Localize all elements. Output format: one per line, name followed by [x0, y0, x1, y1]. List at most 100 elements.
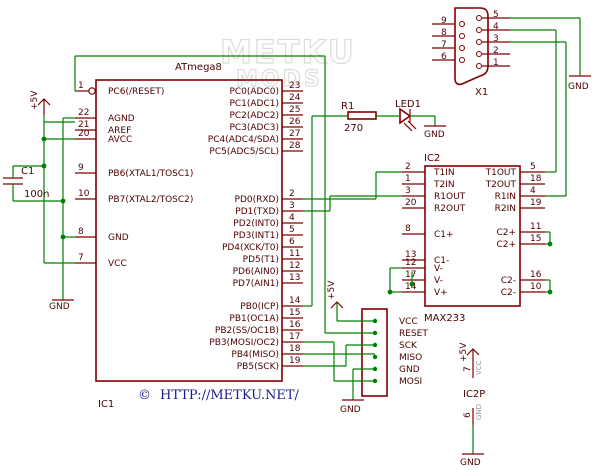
- ic1-pin-number: 27: [289, 129, 300, 139]
- ic2-pin-label: R2OUT: [434, 204, 466, 214]
- ic1-pin-number: 23: [289, 81, 300, 91]
- vcc-isp-arrow: [330, 301, 344, 309]
- ic1-pin-number: 12: [289, 261, 300, 271]
- ic1-pin-label: PB3(MOSI/OC2): [209, 338, 279, 348]
- isp-pin-label: MISO: [399, 353, 422, 363]
- ic2-pin-number: 12: [405, 258, 416, 268]
- ic2-pin-number: 5: [530, 162, 536, 172]
- ic1-pin-label: PD2(INT0): [233, 219, 279, 229]
- ic1-pin-label: PB0(ICP): [240, 302, 279, 312]
- ic1-pin-number: 5: [289, 225, 295, 235]
- x1-pin-socket: [459, 57, 465, 63]
- x1-pin-socket: [459, 21, 465, 27]
- ic2-pin-number: 16: [530, 270, 542, 280]
- junctions: [41, 136, 553, 295]
- copyright-link[interactable]: HTTP://METKU.NET/: [160, 388, 299, 403]
- vcc-left-label: +5V: [30, 90, 40, 110]
- isp-pin: [372, 354, 378, 360]
- ic1-pin-label: AVCC: [108, 135, 132, 145]
- x1-pin-number: 1: [493, 58, 499, 68]
- ic2-name: MAX233: [424, 313, 465, 324]
- led-led1: LED1: [395, 99, 421, 132]
- ic2-pin-label: C2+: [496, 228, 516, 238]
- ic1-pin-number: 25: [289, 105, 300, 115]
- ic1-pin-number: 15: [289, 308, 300, 318]
- ic2-pin-label: C1+: [434, 230, 454, 240]
- vcc-left-arrow: [37, 98, 51, 106]
- ic2-pin-number: 14: [405, 282, 417, 292]
- ic2-pin-label: R1IN: [495, 192, 516, 202]
- ic2-pin-label: T2IN: [433, 180, 455, 190]
- ic1-ref: IC1: [98, 399, 114, 410]
- ic1-pin-label: PD4(XCK/T0): [222, 243, 279, 253]
- r1-value: 270: [344, 123, 363, 134]
- x1-ref: X1: [475, 87, 488, 98]
- ic1-pin-number: 13: [289, 273, 300, 283]
- ic1-pin-number: 1: [78, 81, 84, 91]
- ic1-pin-number: 9: [78, 163, 84, 173]
- ic2-pin-number: 10: [530, 282, 542, 292]
- vcc-isp-label: +5V: [327, 280, 337, 300]
- ic1-pin-label: PB5(SCK): [237, 362, 279, 372]
- ic2-pin-number: 15: [530, 234, 541, 244]
- ic2-body: [424, 165, 521, 307]
- resistor-r1: R1 270: [341, 101, 377, 134]
- ic1-pin-label: PD1(TXD): [235, 207, 279, 217]
- ic2-pin-label: R1OUT: [434, 192, 466, 202]
- ic2p-ref: IC2P: [463, 389, 485, 400]
- ic2p-power: 7 6 VCC GND IC2P: [463, 360, 485, 425]
- ic1-pin-number: 17: [289, 332, 300, 342]
- r1-ref: R1: [341, 101, 354, 112]
- ic1-pin-label: AREF: [108, 126, 131, 136]
- wires: [12, 17, 581, 400]
- x1-pin-number: 8: [441, 28, 447, 38]
- ic1-pin-number: 3: [289, 201, 295, 211]
- junction: [41, 163, 47, 169]
- ic2-pin-label: V-: [434, 264, 443, 274]
- ic2-ref: IC2: [424, 153, 440, 164]
- ic1-pin-number: 4: [289, 213, 295, 223]
- ic2-right-pins: 5T1OUT18T2OUT4R1IN19R2IN11C2+15C2+16C2-1…: [485, 162, 545, 298]
- ic1-pin-label: PB4(MISO): [231, 350, 279, 360]
- ic2-pin-label: T1OUT: [485, 168, 517, 178]
- ic2-pin-number: 2: [405, 162, 411, 172]
- ic1-left-pins: 1PC6(/RESET)22AGND21AREF20AVCC9PB6(XTAL1…: [75, 81, 193, 269]
- x1-pin-number: 9: [441, 16, 447, 26]
- ic2-pin-label: C2-: [501, 288, 516, 298]
- x1-pin-number: 2: [493, 46, 499, 56]
- x1-pin-number: 7: [441, 40, 447, 50]
- ic1-pin-label: PC1(ADC1): [229, 99, 279, 109]
- ic1-pin-label: PB6(XTAL1/TOSC1): [108, 169, 193, 179]
- ic1-pin-number: 28: [289, 141, 301, 151]
- isp-pin-label: RESET: [399, 329, 428, 339]
- x1-pin-socket: [476, 51, 482, 57]
- ic1-right-pins: 23PC0(ADC0)24PC1(ADC1)25PC2(ADC2)26PC3(A…: [208, 81, 303, 372]
- x1-pin-socket: [476, 27, 482, 33]
- ic1-pin-label: PD7(AIN1): [233, 279, 279, 289]
- x1-pin-number: 5: [493, 10, 499, 20]
- ic2-pin-number: 4: [530, 186, 536, 196]
- ic2-pin-number: 19: [530, 198, 542, 208]
- ic2-max233: IC2 MAX233 2T1IN1T2IN3R1OUT20R2OUT8C1+13…: [402, 153, 545, 324]
- ic2-pin-label: T1IN: [433, 168, 455, 178]
- gnd-ic2p-label: GND: [460, 458, 481, 468]
- ic1-pin-number: 20: [78, 129, 90, 139]
- ic1-pin-label: PC4(ADC4/SDA): [208, 135, 279, 145]
- gnd-isp-label: GND: [340, 405, 361, 415]
- vcc-ic2p-label: +5V: [459, 342, 469, 362]
- capacitor-c1: C1 100n: [3, 166, 49, 200]
- ic1-pin-label: PD5(T1): [243, 255, 279, 265]
- ic2-pin-number: 3: [405, 186, 411, 196]
- x1-pin-socket: [476, 63, 482, 69]
- ic2-pin-number: 13: [405, 250, 416, 260]
- ic1-pin-label: PC3(ADC3): [229, 123, 279, 133]
- gnd-x1-label: GND: [568, 82, 589, 92]
- c1-ref: C1: [21, 166, 34, 177]
- ic2-pin-label: T2OUT: [485, 180, 517, 190]
- ic2p-vcc-label: VCC: [475, 360, 483, 375]
- led1-arrow1: [403, 122, 413, 132]
- x1-body: [454, 7, 489, 86]
